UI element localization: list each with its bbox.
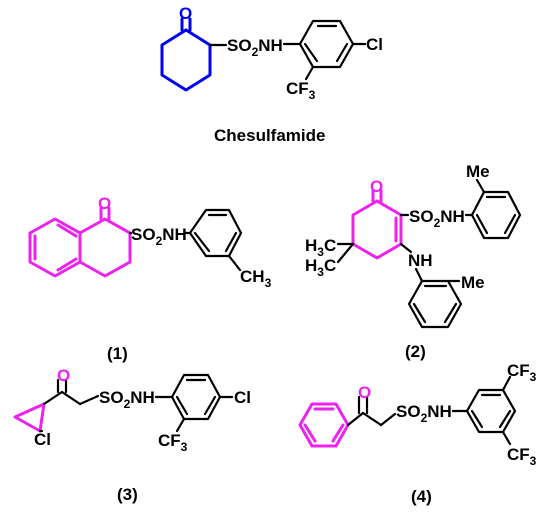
compound-1-so-label: SO <box>131 225 156 244</box>
compound-2-upper-tolyl-ring <box>470 190 522 240</box>
compound-1-nh-label: NH <box>162 225 187 244</box>
compound-2-carbonyl-oxygen: O <box>370 177 383 196</box>
compound-3-carbonyl-oxygen: O <box>57 366 70 385</box>
compound-3-so-label: SO <box>99 388 124 407</box>
chesulfamide-nh-label: NH <box>258 36 283 55</box>
chesulfamide-cf-label: CF <box>286 79 309 98</box>
compound-1-carbonyl-oxygen: O <box>98 194 111 213</box>
compound-2-upper-methyl: Me <box>466 162 490 181</box>
compound-3-cf-subscript: 3 <box>181 440 188 454</box>
compound-3-label: (3) <box>117 485 138 504</box>
chesulfamide-carbonyl-oxygen: O <box>179 4 192 23</box>
chesulfamide-structure: O SO2NH Cl CF3 <box>160 4 383 102</box>
compound-4-carbonyl-oxygen: O <box>358 383 371 402</box>
compound-4-phenyl-ring <box>298 402 350 448</box>
compound-2-methyl-c-2: C <box>324 256 336 275</box>
svg-text:CF3: CF3 <box>158 431 188 454</box>
compound-2-methyl-h-1: H <box>305 236 317 255</box>
compound-4-aryl-ring <box>465 388 517 434</box>
compound-3-structure: O Cl SO2NH Cl CF3 <box>13 366 251 454</box>
compound-3-nh-label: NH <box>130 388 155 407</box>
compound-1-ch-subscript: 3 <box>265 276 272 290</box>
chesulfamide-so-label: SO <box>227 36 252 55</box>
svg-text:SO2NH: SO2NH <box>396 402 452 425</box>
svg-text:CF3: CF3 <box>507 361 537 384</box>
compound-4-lower-cf-subscript: 3 <box>530 454 537 468</box>
compound-3-cyclopropane-ring <box>13 402 46 433</box>
compound-3-ring-chlorine: Cl <box>234 388 251 407</box>
compound-2-so-label: SO <box>409 207 434 226</box>
compound-3-chlorine: Cl <box>34 430 51 449</box>
svg-text:SO2NH: SO2NH <box>227 36 283 59</box>
svg-text:SO2NH: SO2NH <box>99 388 155 411</box>
svg-text:SO2NH: SO2NH <box>409 207 465 230</box>
compound-2-nh-label: NH <box>440 207 465 226</box>
compound-3-benzene-ring <box>170 373 222 421</box>
svg-text:CF3: CF3 <box>286 79 316 102</box>
compound-4-so-subscript: 2 <box>421 411 428 425</box>
compound-2-cyclohexenone-ring <box>351 188 403 260</box>
chesulfamide-benzene-ring <box>298 19 355 69</box>
compound-2-methyl-sub-1: 3 <box>317 245 324 259</box>
svg-text:H3C: H3C <box>305 236 336 259</box>
svg-text:CH3: CH3 <box>240 267 272 290</box>
chesulfamide-cyclohexanone-ring <box>160 17 212 92</box>
compound-1-tetralone-rings <box>28 206 132 278</box>
compound-4-structure: O SO2NH CF3 CF3 <box>298 361 537 468</box>
compound-2-label: (2) <box>405 342 426 361</box>
svg-text:SO2NH: SO2NH <box>131 225 187 248</box>
compound-4-label: (4) <box>411 487 432 506</box>
compound-4-upper-cf-label: CF <box>507 361 530 380</box>
compound-3-so-subscript: 2 <box>124 397 131 411</box>
compound-1-ch-label: CH <box>240 267 265 286</box>
compound-4-nh-label: NH <box>427 402 452 421</box>
compound-2-methyl-h-2: H <box>305 256 317 275</box>
compound-1-label: (1) <box>107 344 128 363</box>
compound-4-upper-cf-subscript: 3 <box>530 370 537 384</box>
compound-1-so-subscript: 2 <box>156 234 163 248</box>
compound-2-structure: O SO2NH Me H3C H3C NH Me <box>305 162 522 329</box>
compound-2-so-subscript: 2 <box>434 216 441 230</box>
compound-2-methyl-c-1: C <box>324 236 336 255</box>
chesulfamide-chlorine: Cl <box>366 35 383 54</box>
svg-text:H3C: H3C <box>305 256 336 279</box>
chesulfamide-cf-subscript: 3 <box>309 88 316 102</box>
chesulfamide-title: Chesulfamide <box>214 126 325 145</box>
compound-1-toluene-ring <box>188 208 243 258</box>
chesulfamide-so-subscript: 2 <box>252 45 259 59</box>
compound-2-lower-methyl: Me <box>461 273 485 292</box>
compound-4-so-label: SO <box>396 402 421 421</box>
compound-2-amine-nh: NH <box>408 251 433 270</box>
compound-4-lower-cf-label: CF <box>507 445 530 464</box>
compound-3-cf-label: CF <box>158 431 181 450</box>
compound-2-lower-tolyl-ring <box>407 279 463 329</box>
compound-1-structure: O SO2NH CH3 <box>28 194 272 290</box>
svg-text:CF3: CF3 <box>507 445 537 468</box>
compound-2-methyl-sub-2: 3 <box>317 265 324 279</box>
